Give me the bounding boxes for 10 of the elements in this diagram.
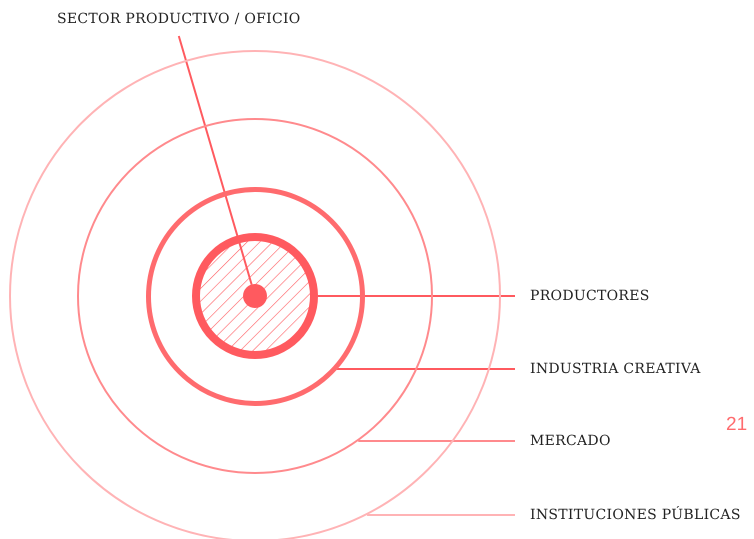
page-number: 21	[726, 414, 748, 436]
leader-line	[336, 368, 515, 370]
label: INSTITUCIONES PÚBLICAS	[530, 506, 741, 524]
leader-line	[318, 295, 515, 297]
label: MERCADO	[530, 432, 611, 450]
label: INDUSTRIA CREATIVA	[530, 360, 701, 378]
label: PRODUCTORES	[530, 287, 650, 305]
leader-line	[358, 440, 515, 442]
leader-line	[367, 514, 515, 516]
label: SECTOR PRODUCTIVO / OFICIO	[57, 10, 301, 28]
